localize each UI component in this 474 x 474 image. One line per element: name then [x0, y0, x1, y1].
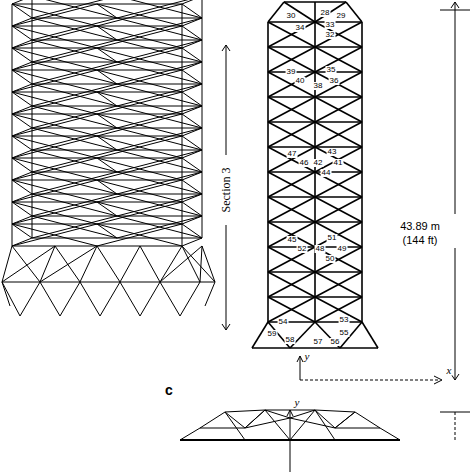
member-number: 49 — [337, 245, 348, 253]
dimension-lines — [222, 2, 470, 384]
member-number: 50 — [325, 255, 336, 263]
member-number: 32 — [325, 31, 336, 39]
member-number: 59 — [267, 330, 278, 338]
member-number: 34 — [295, 24, 306, 32]
tower-elevation — [252, 2, 378, 348]
panel-letter: c — [164, 383, 174, 397]
top-view-panel — [180, 410, 470, 472]
member-number: 57 — [313, 338, 324, 346]
member-number: 42 — [313, 159, 324, 167]
member-number: 43 — [327, 148, 338, 156]
member-number: 55 — [339, 329, 350, 337]
member-number: 28 — [320, 9, 331, 17]
member-number: 39 — [286, 68, 297, 76]
member-number: 44 — [321, 169, 332, 177]
member-number: 47 — [287, 150, 298, 158]
member-number: 46 — [299, 159, 310, 167]
member-number: 30 — [286, 12, 297, 20]
axis-label: y — [294, 397, 301, 408]
axis-label: x — [446, 365, 453, 376]
dimension-label: (144 ft) — [402, 235, 439, 246]
member-number: 56 — [330, 338, 341, 346]
member-number: 33 — [325, 21, 336, 29]
member-number: 40 — [295, 77, 306, 85]
member-number: 53 — [339, 316, 350, 324]
member-number: 58 — [285, 336, 296, 344]
member-number: 45 — [287, 236, 298, 244]
member-number: 38 — [313, 82, 324, 90]
member-number: 54 — [278, 318, 289, 326]
member-number: 36 — [329, 77, 340, 85]
dimension-label: 43.89 m — [399, 221, 441, 232]
member-number: 52 — [297, 245, 308, 253]
member-number: 51 — [327, 234, 338, 242]
section-label: Section 3 — [220, 167, 232, 214]
axis-label: y — [304, 351, 311, 362]
member-number: 29 — [336, 12, 347, 20]
tower-3d-view — [2, 0, 215, 316]
member-number: 35 — [326, 66, 337, 74]
member-number: 48 — [315, 245, 326, 253]
member-number: 41 — [333, 159, 344, 167]
